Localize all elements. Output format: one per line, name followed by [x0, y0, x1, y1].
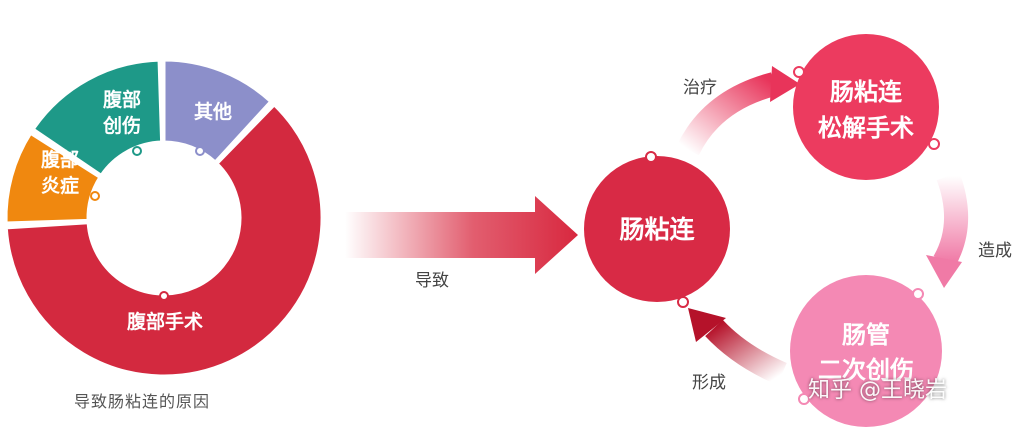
segment-trauma-dot — [132, 146, 142, 156]
segment-inflammation-label: 炎症 — [41, 174, 79, 197]
node-trauma-label-line1: 肠管 — [842, 321, 890, 349]
edge-cause-arrow — [926, 171, 968, 288]
node-surgery-label-line2: 松解手术 — [818, 114, 914, 142]
edge-label-treat: 治疗 — [683, 78, 717, 98]
node-surgery-label-line1: 肠粘连 — [830, 78, 903, 106]
segment-inflammation — [4, 131, 102, 225]
edge-treat-arrow — [677, 66, 800, 156]
node-adhesion: 肠粘连 — [584, 151, 730, 308]
segment-trauma-label: 腹部 — [102, 88, 141, 111]
node-surgery: 肠粘连 松解手术 — [793, 34, 940, 180]
donut-caption: 导致肠粘连的原因 — [74, 392, 211, 411]
segment-other — [162, 58, 273, 165]
segment-trauma-label: 创伤 — [102, 114, 141, 137]
segment-surgery-label: 腹部手术 — [126, 310, 203, 333]
edge-form-arrow — [688, 308, 787, 386]
node-trauma: 肠管 二次创伤 — [790, 275, 942, 427]
segment-other-label: 其他 — [194, 100, 232, 123]
arrow-label: 导致 — [415, 271, 449, 291]
segment-trauma — [31, 58, 164, 178]
segment-inflammation-label: 腹部 — [40, 148, 79, 171]
cause-arrow — [345, 196, 578, 274]
watermark: 知乎 @王晓岩 — [808, 378, 947, 403]
segment-surgery — [4, 102, 324, 378]
segment-inflammation-dot — [90, 191, 100, 201]
segment-other-dot — [195, 146, 205, 156]
segment-surgery-dot — [159, 291, 169, 301]
node-adhesion-label: 肠粘连 — [619, 215, 695, 244]
node-trauma-label-line2: 二次创伤 — [818, 356, 914, 384]
edge-label-form: 形成 — [692, 373, 726, 393]
edge-label-cause: 造成 — [978, 241, 1012, 261]
